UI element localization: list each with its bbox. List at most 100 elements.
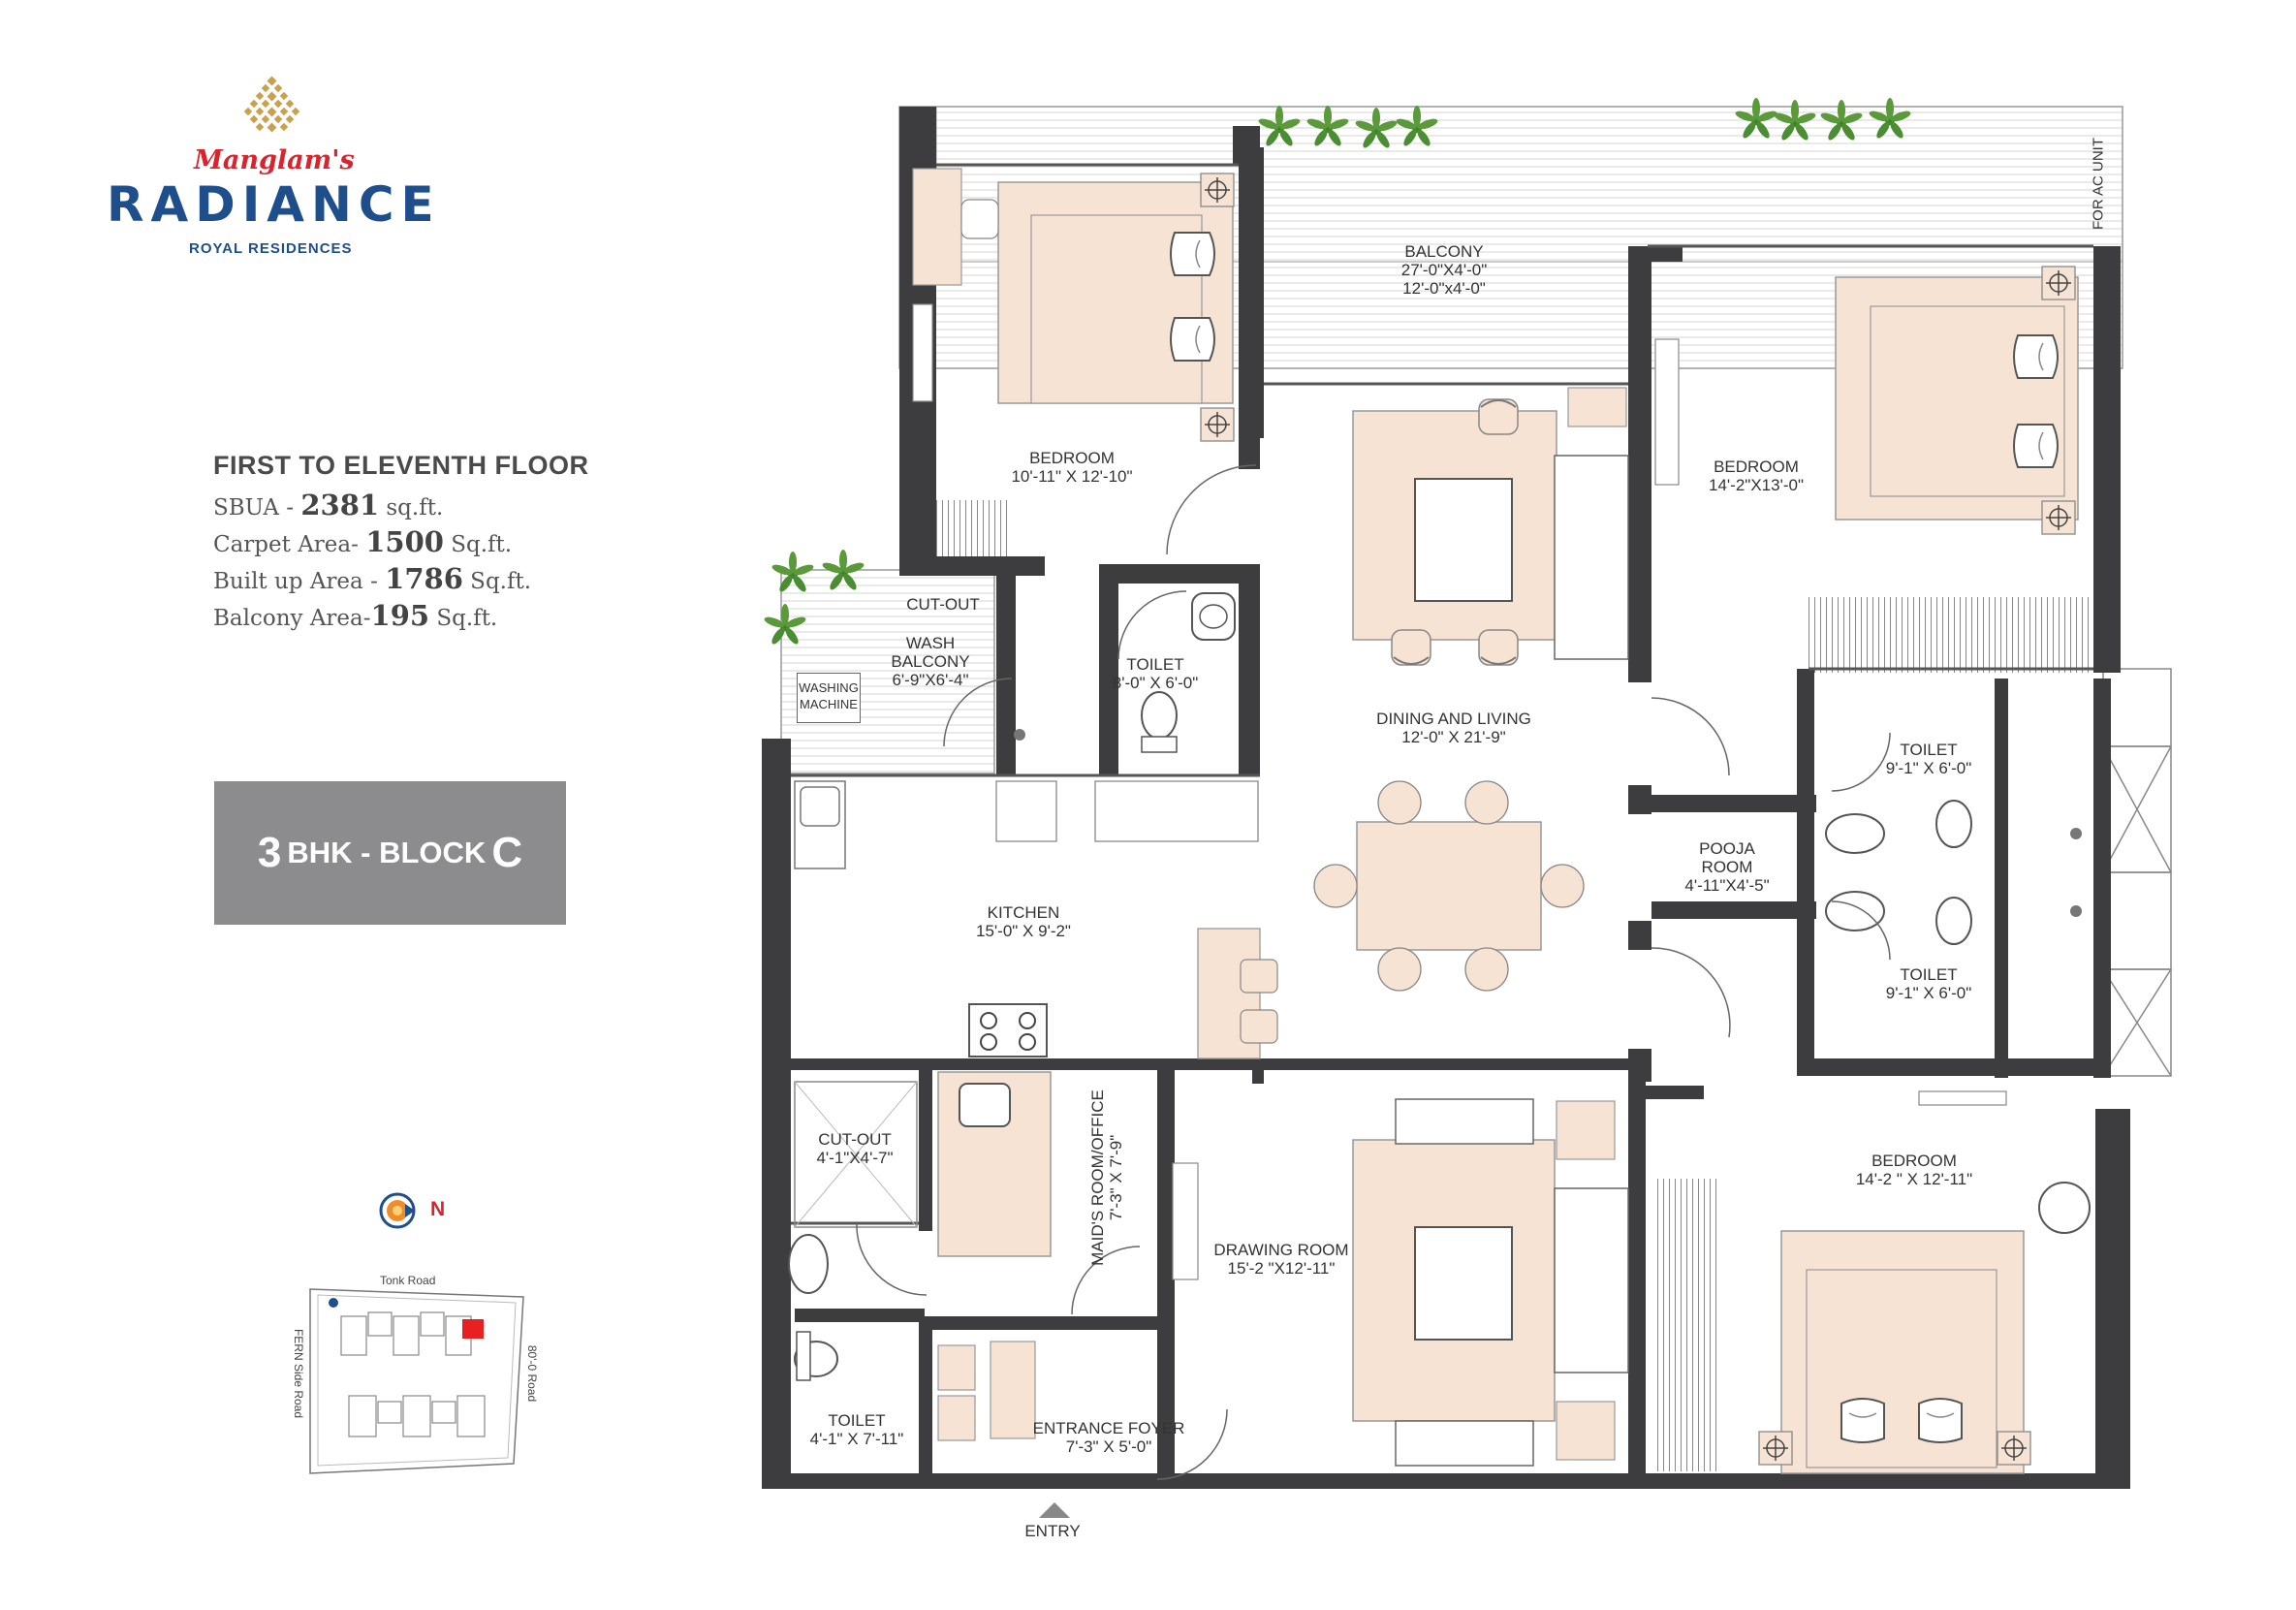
- label-wash-balcony: WASH BALCONY 6'-9"X6'-4": [891, 634, 969, 689]
- builtup-value: 1786: [385, 562, 463, 595]
- label-kitchen: KITCHEN 15'-0" X 9'-2": [976, 903, 1071, 940]
- bedroom3-furniture: [1758, 1090, 2091, 1474]
- label-bedroom2: BEDROOM 14'-2"X13'-0": [1709, 458, 1804, 494]
- pooja-name2: ROOM: [1701, 858, 1753, 876]
- balcony-label: Balcony Area-: [213, 606, 371, 631]
- builtup-line: Built up Area - 1786 Sq.ft.: [213, 562, 717, 595]
- drawing-room-name: DRAWING ROOM: [1213, 1241, 1349, 1259]
- label-maids-room: MAID'S ROOM/OFFICE 7'-3" X 7'-9": [1088, 1089, 1125, 1266]
- badge-number: 3: [257, 829, 282, 876]
- sbua-line: SBUA - 2381 sq.ft.: [213, 489, 717, 521]
- label-pooja: POOJA ROOM 4'-11"X4'-5": [1684, 839, 1769, 895]
- label-bedroom1: BEDROOM 10'-11" X 12'-10": [1011, 449, 1132, 486]
- highlight-block: [462, 1319, 484, 1339]
- dining-furniture: [1313, 780, 1585, 992]
- label-bedroom3: BEDROOM 14'-2 " X 12'-11": [1856, 1152, 1972, 1188]
- label-cut-out-top: CUT-OUT: [906, 595, 980, 614]
- maid-room-furniture: [937, 1071, 1052, 1257]
- label-toilet4: TOILET 4'-1" X 7'-11": [810, 1411, 904, 1448]
- toilet4-name: TOILET: [828, 1411, 886, 1430]
- label-for-ac-unit: FOR AC UNIT: [2090, 137, 2107, 231]
- living-furniture: [1352, 387, 1629, 666]
- label-balcony-top: BALCONY 27'-0"X4'-0" 12'-0"x4'-0": [1401, 242, 1488, 298]
- toilet4-fixtures: [788, 1234, 838, 1381]
- maids-room-name: MAID'S ROOM/OFFICE: [1088, 1089, 1107, 1266]
- brand-script: Manglam's: [194, 145, 355, 175]
- road-top-label: Tonk Road: [380, 1274, 436, 1287]
- balcony-line: Balcony Area-195 Sq.ft.: [213, 599, 717, 632]
- bedroom2-name: BEDROOM: [1714, 458, 1799, 476]
- washing-machine-l1: WASHING: [799, 680, 859, 695]
- carpet-label: Carpet Area-: [213, 532, 366, 557]
- carpet-value: 1500: [365, 525, 444, 558]
- pooja-name1: POOJA: [1699, 839, 1755, 858]
- washing-machine: WASHING MACHINE: [797, 673, 861, 723]
- toilet3-dim: 9'-1" X 6'-0": [1885, 984, 1972, 1002]
- badge-bhk: BHK - BLOCK: [287, 836, 487, 869]
- toilet2-name: TOILET: [1900, 741, 1958, 759]
- north-compass: N: [378, 1188, 465, 1235]
- brand-name: RADIANCE: [107, 176, 441, 233]
- wash-balcony-name1: WASH: [905, 634, 956, 652]
- cut-out-bottom-name: CUT-OUT: [818, 1130, 892, 1149]
- wash-balcony-area: [780, 569, 995, 774]
- bedroom2-dim: 14'-2"X13'-0": [1709, 476, 1804, 494]
- balcony-value: 195: [370, 599, 430, 632]
- builtup-label: Built up Area -: [213, 569, 386, 594]
- sbua-label: SBUA -: [213, 495, 301, 521]
- kitchen-dim: 15'-0" X 9'-2": [976, 922, 1071, 940]
- bedroom3-name: BEDROOM: [1871, 1152, 1957, 1170]
- label-entrance-foyer: ENTRANCE FOYER 7'-3" X 5'-0": [1033, 1419, 1185, 1456]
- toilet1-dim: 8'-0" X 6'-0": [1112, 674, 1199, 692]
- label-drawing-room: DRAWING ROOM 15'-2 "X12'-11": [1213, 1241, 1348, 1278]
- bedroom1-name: BEDROOM: [1029, 449, 1115, 467]
- toilet4-dim: 4'-1" X 7'-11": [809, 1430, 904, 1448]
- brand-tagline: ROYAL RESIDENCES: [189, 240, 353, 257]
- cutout-bottom: [794, 1081, 918, 1228]
- balcony-top-dim1: 27'-0"X4'-0": [1400, 261, 1488, 279]
- kitchen-name: KITCHEN: [987, 903, 1060, 922]
- balcony-unit: Sq.ft.: [429, 606, 498, 631]
- label-toilet1: TOILET 8'-0" X 6'-0": [1113, 655, 1199, 692]
- badge-block: C: [491, 829, 523, 876]
- toilet1-fixtures: [1014, 592, 1236, 753]
- label-cut-out-bottom: CUT-OUT 4'-1"X4'-7": [816, 1130, 893, 1167]
- label-toilet2: TOILET 9'-1" X 6'-0": [1886, 741, 1972, 777]
- lotus-emblem-icon: [243, 76, 300, 133]
- bedroom1-furniture: [912, 168, 1235, 442]
- dining-living-name: DINING AND LIVING: [1376, 710, 1531, 728]
- site-key-map: Tonk Road FERN Side Road 80'-0 Road: [291, 1270, 543, 1483]
- site-map-drawing: [309, 1288, 524, 1474]
- unit-badge: 3 BHK - BLOCK C: [214, 781, 566, 925]
- pooja-dim: 4'-11"X4'-5": [1684, 876, 1770, 895]
- entrance-foyer-name: ENTRANCE FOYER: [1032, 1419, 1185, 1437]
- toilet23-fixtures: [1825, 800, 2082, 945]
- dining-living-dim: 12'-0" X 21'-9": [1401, 728, 1506, 746]
- toilet2-dim: 9'-1" X 6'-0": [1885, 759, 1972, 777]
- compass-icon: [379, 1192, 416, 1229]
- toilet3-name: TOILET: [1900, 965, 1958, 984]
- area-info: FIRST TO ELEVENTH FLOOR SBUA - 2381 sq.f…: [213, 451, 717, 632]
- floor-title: FIRST TO ELEVENTH FLOOR: [213, 451, 589, 480]
- sbua-value: 2381: [300, 489, 380, 521]
- drawing-room-dim: 15'-2 "X12'-11": [1227, 1259, 1336, 1278]
- walls: [762, 107, 2130, 1489]
- foyer-furniture: [937, 1341, 1070, 1518]
- label-toilet3: TOILET 9'-1" X 6'-0": [1886, 965, 1972, 1002]
- balcony-top-dim2: 12'-0"x4'-0": [1402, 279, 1486, 298]
- entrance-foyer-dim: 7'-3" X 5'-0": [1065, 1437, 1152, 1456]
- wash-balcony-name2: BALCONY: [891, 652, 970, 671]
- maids-room-dim: 7'-3" X 7'-9": [1107, 1134, 1125, 1221]
- sbua-unit: sq.ft.: [379, 495, 444, 521]
- drawing-room-furniture: [1172, 1098, 1629, 1467]
- bedroom3-dim: 14'-2 " X 12'-11": [1855, 1170, 1973, 1188]
- cut-out-bottom-dim: 4'-1"X4'-7": [816, 1149, 894, 1167]
- washing-machine-l2: MACHINE: [800, 697, 858, 711]
- builtup-unit: Sq.ft.: [462, 569, 532, 594]
- label-dining-living: DINING AND LIVING 12'-0" X 21'-9": [1376, 710, 1531, 746]
- toilet1-name: TOILET: [1126, 655, 1184, 674]
- carpet-line: Carpet Area- 1500 Sq.ft.: [213, 525, 717, 558]
- label-entry: ENTRY: [1024, 1522, 1081, 1540]
- kitchen-fixtures: [794, 780, 1278, 1059]
